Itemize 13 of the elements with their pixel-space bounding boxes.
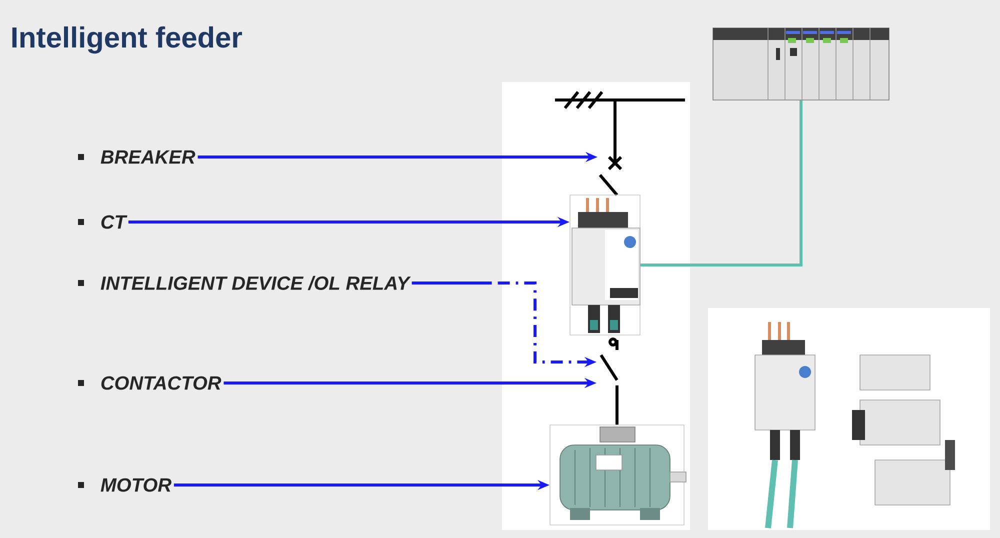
breaker-symbol (598, 98, 622, 196)
motor-drawing (550, 424, 686, 526)
item-label: CONTACTOR (101, 376, 222, 390)
title: Intelligent feeder (12, 26, 242, 54)
item-label: MOTOR (100, 478, 172, 492)
relay-drawing (570, 194, 640, 336)
item-label: CT (101, 215, 128, 229)
connector-line (616, 385, 618, 425)
contactor-symbol (600, 338, 618, 382)
controller-rack-drawing (712, 28, 890, 100)
connector-line (640, 100, 802, 266)
item-label: BREAKER (100, 150, 196, 164)
item-label: INTELLIGENT DEVICE /OL RELAY (100, 276, 411, 290)
